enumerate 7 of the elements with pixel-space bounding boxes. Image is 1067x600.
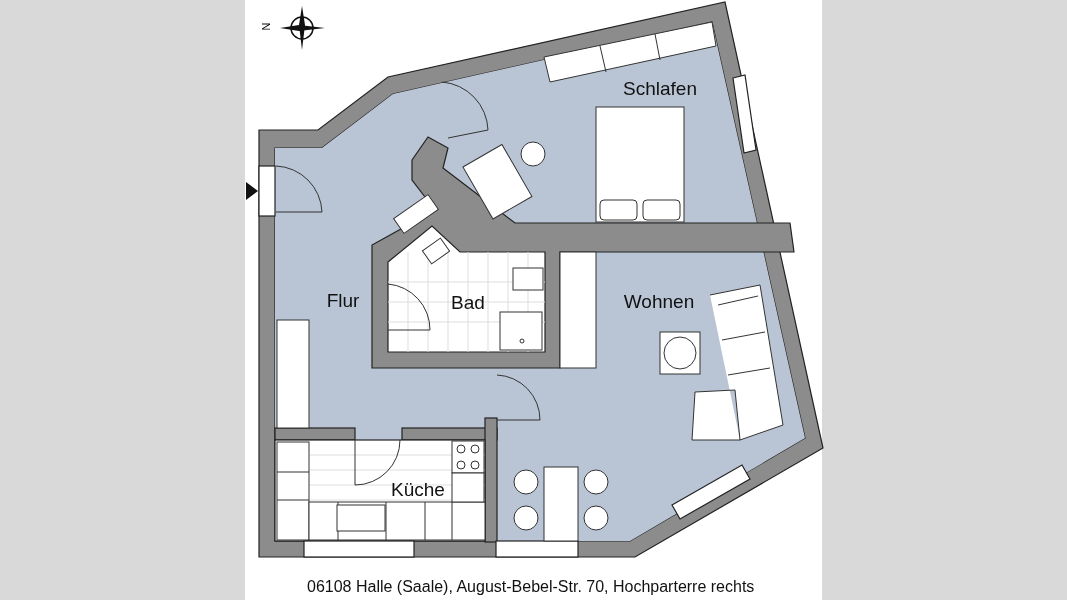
room-label: Schlafen — [623, 78, 697, 98]
room-label: Bad — [451, 292, 485, 312]
room-label: Flur — [326, 290, 360, 310]
caption: 06108 Halle (Saale), August-Bebel-Str. 70, Hochparterre rechts — [307, 577, 755, 597]
room-label: Wohnen — [623, 291, 695, 311]
compass-letter: N — [261, 22, 273, 31]
room-label: Küche — [391, 479, 445, 499]
